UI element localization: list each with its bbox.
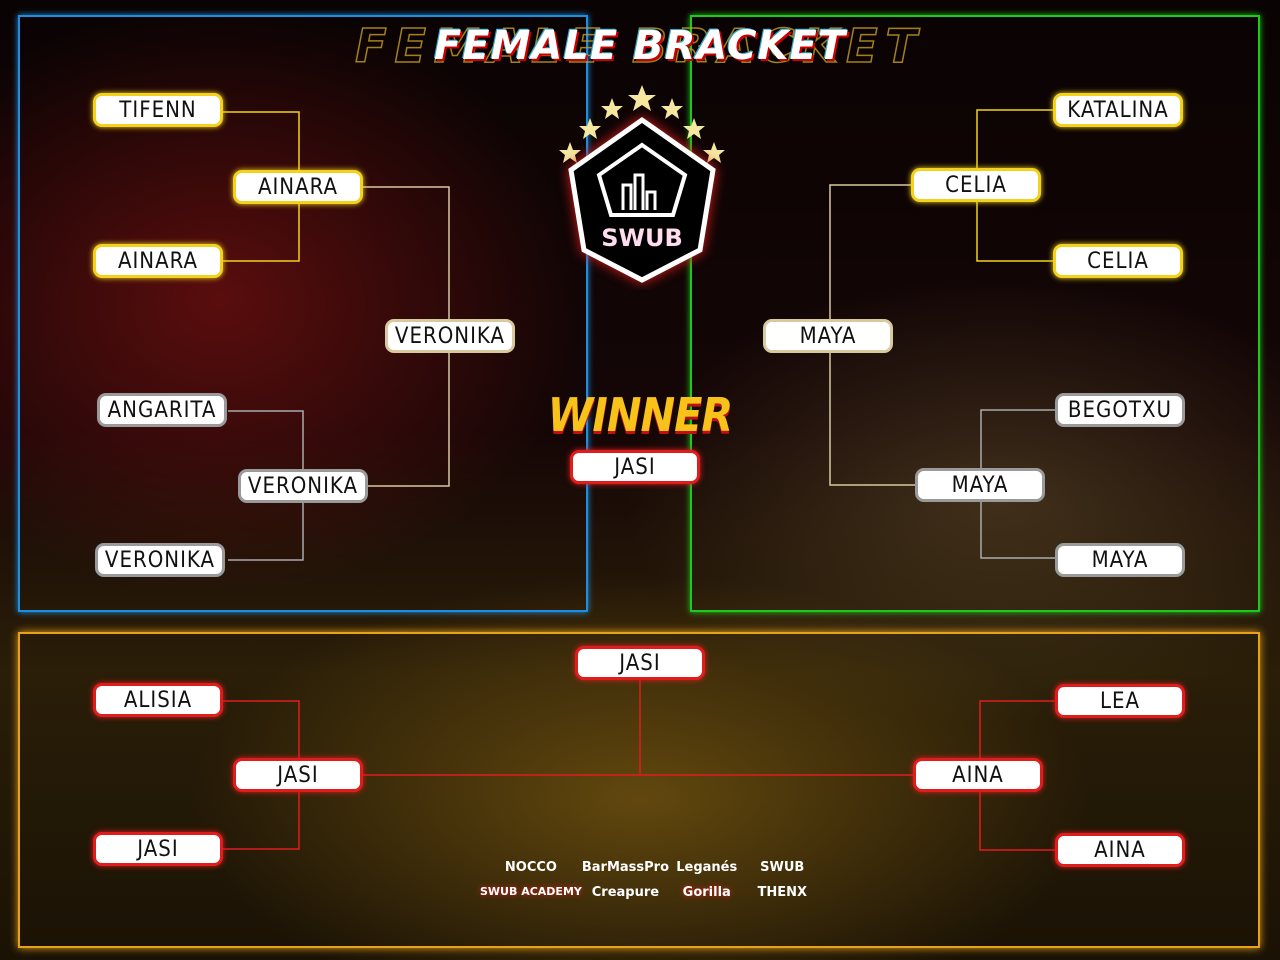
bracket-slot: TIFENN: [93, 93, 223, 127]
winner-label: WINNER: [547, 388, 733, 442]
bracket-slot: AINA: [913, 758, 1043, 792]
bracket-slot: VERONIKA: [385, 319, 515, 353]
bracket-slot: AINA: [1055, 833, 1185, 867]
bracket-slot: VERONIKA: [238, 469, 368, 503]
sponsor-logos: NOCCO BarMassPro Leganés SWUB SWUB ACADE…: [480, 860, 820, 900]
bracket-slot: MAYA: [763, 319, 893, 353]
bracket-slot: MAYA: [1055, 543, 1185, 577]
bracket-slot: JASI: [233, 758, 363, 792]
bracket-slot: ANGARITA: [97, 393, 227, 427]
sponsor-logo: BarMassPro: [581, 860, 670, 875]
final-slot: JASI: [575, 646, 705, 680]
bracket-slot: CELIA: [1053, 244, 1183, 278]
bracket-slot: AINARA: [233, 170, 363, 204]
logo-text: SWUB: [601, 224, 683, 252]
bottom-bracket-frame: [18, 632, 1260, 948]
bracket-slot: LEA: [1055, 684, 1185, 718]
right-bracket-frame: [690, 15, 1260, 612]
sponsor-logo: Creapure: [591, 885, 660, 900]
bracket-slot: BEGOTXU: [1055, 393, 1185, 427]
sponsor-logo: SWUB: [760, 860, 805, 875]
page-title: FEMALE BRACKET: [433, 23, 847, 69]
sponsor-logo: Leganés: [676, 860, 738, 875]
bracket-slot: JASI: [93, 832, 223, 866]
sponsor-logo: THENX: [757, 885, 808, 900]
sponsor-logo: NOCCO: [504, 860, 557, 875]
bracket-slot: AINARA: [93, 244, 223, 278]
bracket-slot: MAYA: [915, 468, 1045, 502]
sponsor-logo: SWUB ACADEMY: [480, 885, 582, 898]
winner-slot: JASI: [570, 450, 700, 484]
title-outline: FEMALE BRACKET: [354, 18, 925, 74]
bracket-slot: ALISIA: [93, 683, 223, 717]
sponsor-logo: Gorilla: [682, 885, 731, 900]
bracket-slot: KATALINA: [1053, 93, 1183, 127]
left-bracket-frame: [18, 15, 588, 612]
bracket-slot: VERONIKA: [95, 543, 225, 577]
bracket-slot: CELIA: [911, 168, 1041, 202]
swub-logo: SWUB: [559, 85, 725, 283]
